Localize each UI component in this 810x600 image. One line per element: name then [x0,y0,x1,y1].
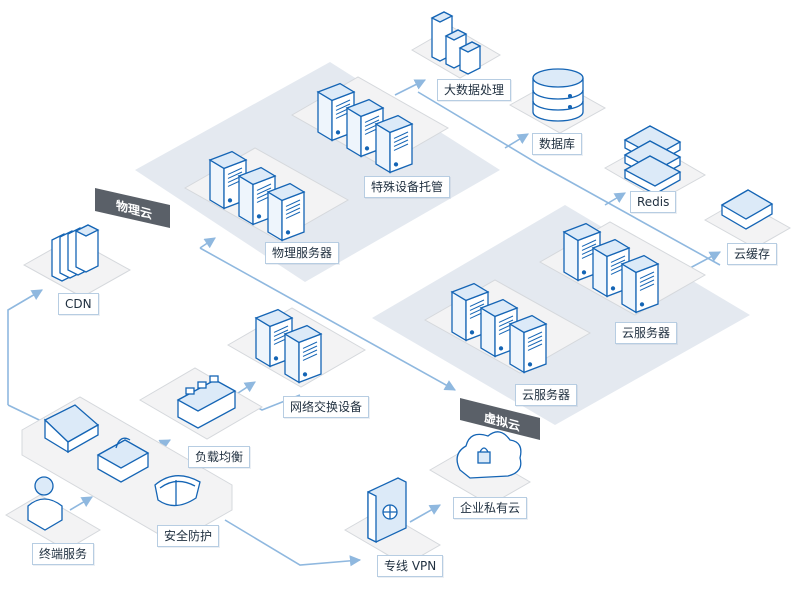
physical-cloud-tag-shape [95,188,170,228]
cloud-server-upper-3 [620,254,660,314]
terminal-service-label: 终端服务 [32,543,95,565]
security-label: 安全防护 [157,525,220,547]
network-server-2 [283,324,323,384]
cdn-label: CDN [58,293,99,315]
cloud-server-lower-3 [508,314,548,374]
physical-server-2 [237,166,277,226]
cloud-cache-label: 云缓存 [727,243,778,265]
vpn-label: 专线 VPN [377,555,444,577]
server-icons [208,82,660,384]
cdn-icon [51,224,100,282]
physical-server-3 [266,182,306,242]
redis-icon [623,125,682,195]
lock-icon [96,437,150,483]
private-cloud-label: 企业私有云 [453,497,528,519]
hosting-server-3 [374,114,414,174]
big-data-icon [430,11,482,75]
cloud-cache-icon [720,189,774,230]
vpn-icon [367,477,407,544]
cloud-server-upper-label: 云服务器 [615,322,678,344]
redis-label: Redis [630,191,677,213]
database-label: 数据库 [532,133,583,155]
virtual-cloud-tag-shape [460,398,540,440]
physical-server-label: 物理服务器 [265,242,340,264]
special-hosting-label: 特殊设备托管 [364,176,451,198]
big-data-label: 大数据处理 [437,79,512,101]
private-cloud-icon [456,431,522,479]
load-balancer-icon [176,375,237,429]
cloud-server-lower-label: 云服务器 [515,384,578,406]
database-icon [532,68,584,122]
firewall-wedge-icon [43,404,100,454]
shield-icon [154,475,201,507]
load-balance-label: 负载均衡 [188,446,251,468]
user-icon [27,476,63,531]
network-switch-label: 网络交换设备 [283,396,370,418]
